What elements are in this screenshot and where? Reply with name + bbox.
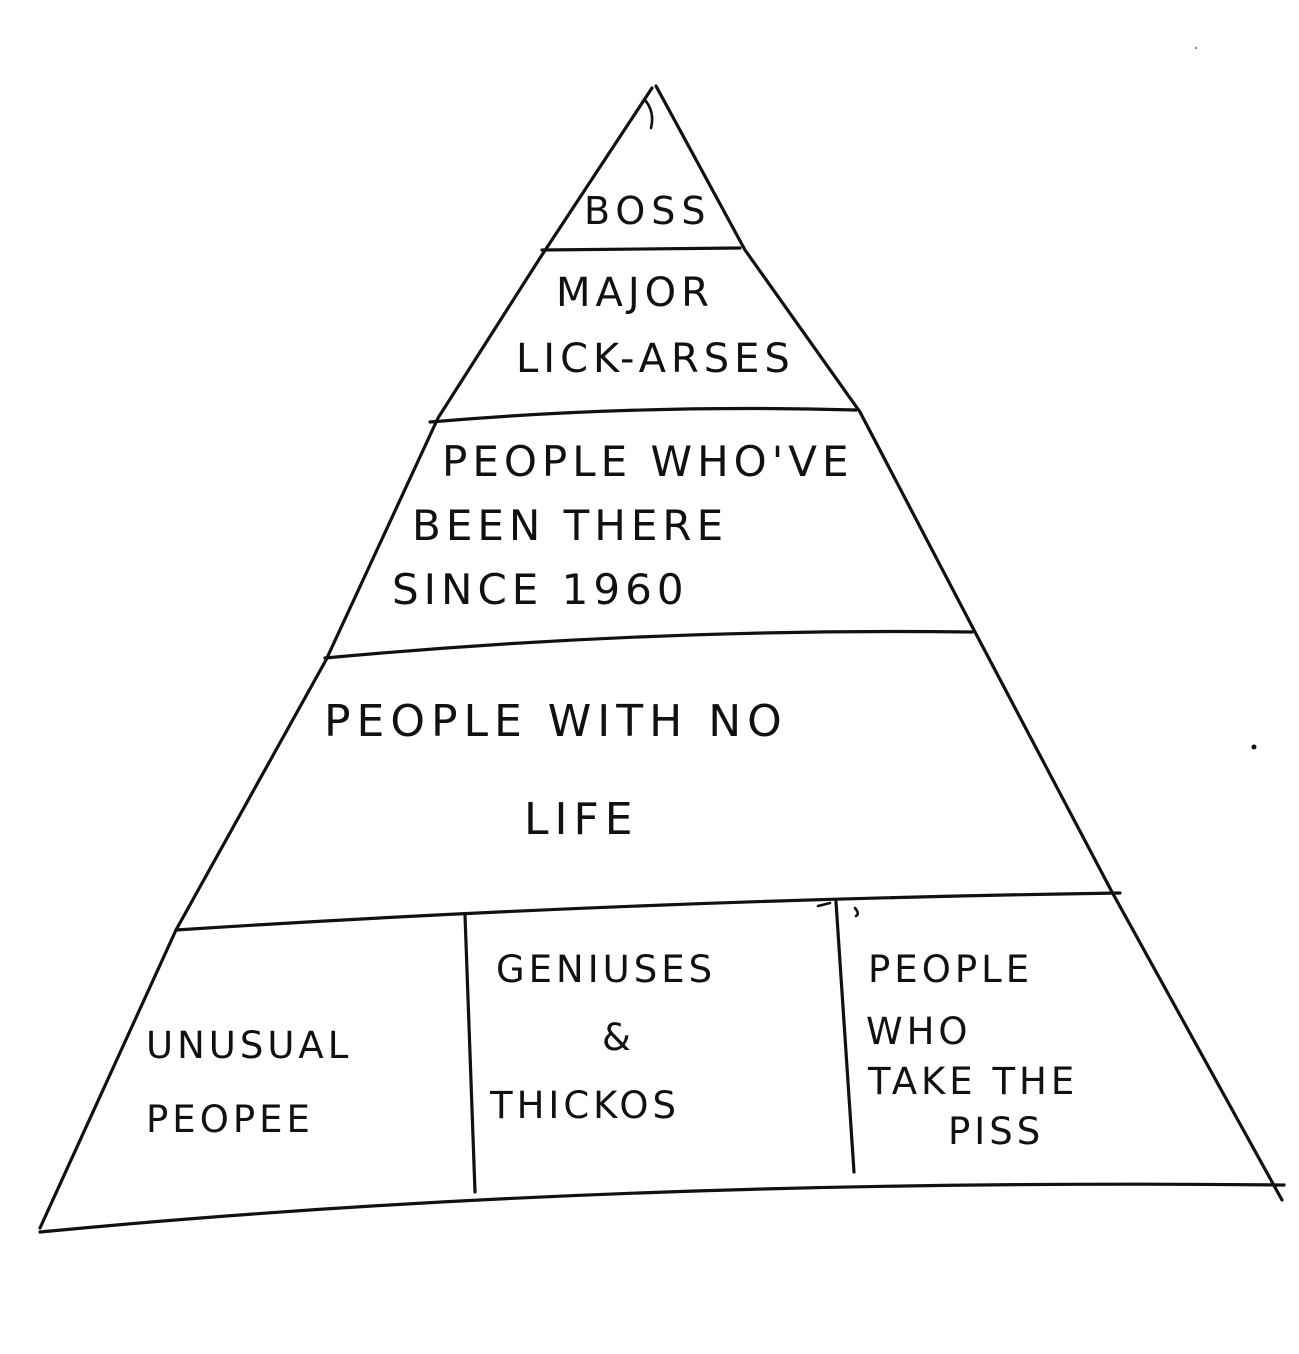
- speck: [1251, 744, 1257, 750]
- geniuses-line-2: &: [602, 1016, 635, 1059]
- tier-since-line-2: BEEN THERE: [412, 501, 728, 550]
- divider-1: [540, 246, 742, 252]
- geniuses-line-3: THICKOS: [489, 1084, 680, 1127]
- tier-boss: BOSS: [584, 189, 712, 233]
- piss-line-2: WHO: [866, 1010, 972, 1053]
- unusual-line-1: UNUSUAL: [146, 1024, 352, 1067]
- tier-people-since-1960: PEOPLE WHO'VE BEEN THERE SINCE 1960: [392, 437, 854, 614]
- tier-major-line-2: LICK-ARSES: [516, 336, 795, 382]
- pyramid-left-edge: [38, 86, 654, 1230]
- tier-boss-line-1: BOSS: [584, 189, 712, 233]
- base-column-divider-right: [834, 900, 856, 1174]
- geniuses-line-1: GENIUSES: [496, 948, 716, 991]
- pyramid-base-line: [38, 1182, 1286, 1234]
- base-cell-people-take-piss: PEOPLE WHO TAKE THE PISS: [866, 948, 1078, 1153]
- base-cell-geniuses-thickos: GENIUSES & THICKOS: [489, 948, 716, 1127]
- piss-line-4: PISS: [948, 1110, 1044, 1153]
- small-mark: [816, 901, 860, 918]
- tier-major-line-1: MAJOR: [556, 270, 714, 316]
- pyramid-right-edge: [654, 84, 1284, 1202]
- tier-since-line-3: SINCE 1960: [392, 565, 689, 614]
- base-column-divider-left: [463, 913, 477, 1194]
- piss-line-1: PEOPLE: [868, 948, 1033, 991]
- tier-life-line-2: LIFE: [524, 794, 639, 845]
- tier-since-line-1: PEOPLE WHO'VE: [442, 437, 854, 486]
- unusual-line-2: PEOPEE: [146, 1098, 314, 1141]
- speck: [1194, 46, 1198, 50]
- tier-life-line-1: PEOPLE WITH NO: [324, 696, 788, 747]
- divider-4: [174, 891, 1122, 932]
- apex-tick: [643, 98, 654, 130]
- divider-3: [323, 629, 974, 660]
- tier-major-lick-arses: MAJOR LICK-ARSES: [516, 270, 795, 382]
- divider-2: [428, 406, 858, 424]
- piss-line-3: TAKE THE: [867, 1060, 1078, 1103]
- base-cell-unusual-people: UNUSUAL PEOPEE: [146, 1024, 352, 1141]
- tier-people-no-life: PEOPLE WITH NO LIFE: [324, 696, 788, 845]
